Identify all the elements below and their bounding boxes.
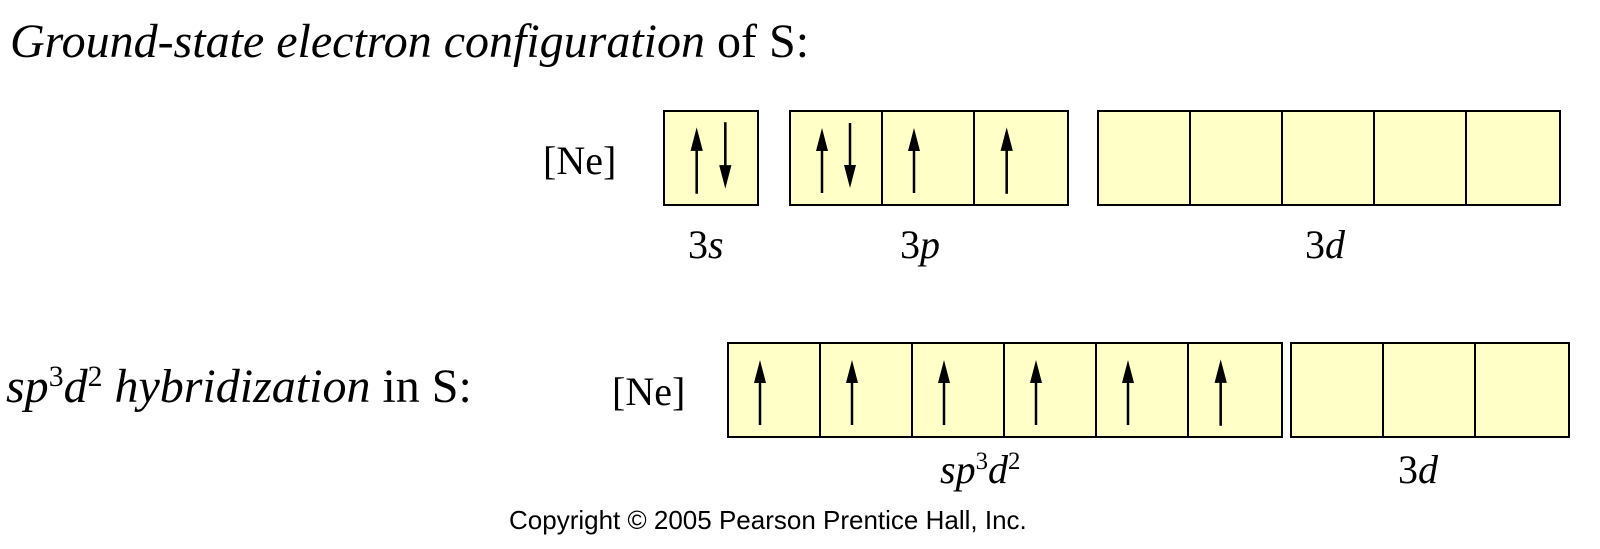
sp3d2-orbital-box-5 xyxy=(1097,344,1189,436)
hybrid-heading-sup1: 3 xyxy=(48,359,64,393)
label-3s-num: 3 xyxy=(688,222,708,267)
spin-up-arrow-icon xyxy=(908,128,920,193)
ground-state-heading-italic: Ground-state electron configuration xyxy=(10,15,706,68)
label-sp3d2-d: d xyxy=(987,447,1008,492)
label-sp3d2: sp3d2 xyxy=(940,447,1021,492)
sp3d2-orbital-box-4 xyxy=(1005,344,1097,436)
orbital-group-sp3d2 xyxy=(727,342,1283,438)
3d-ground-orbital-box-3 xyxy=(1283,112,1375,204)
hybrid-heading-sp: sp xyxy=(6,360,49,413)
hybrid-heading-d: d xyxy=(63,360,88,413)
label-3s: 3s xyxy=(688,225,724,265)
label-sp3d2-sup2: 2 xyxy=(1007,448,1021,476)
3d-ground-orbital-box-5 xyxy=(1467,112,1559,204)
label-3p-num: 3 xyxy=(900,222,920,267)
label-3d-hybrid: 3d xyxy=(1398,450,1438,490)
label-3s-letter: s xyxy=(708,222,724,267)
spin-down-arrow-icon xyxy=(719,122,732,189)
hybrid-heading: sp3d2 hybridization in S: xyxy=(6,359,472,413)
ground-state-core-label: [Ne] xyxy=(543,138,617,183)
spin-up-arrow-icon xyxy=(1030,360,1042,425)
3d-hybrid-orbital-box-1 xyxy=(1292,344,1384,436)
orbital-group-3s xyxy=(663,110,759,206)
spin-up-arrow-icon xyxy=(846,360,858,425)
3s-orbital-box-1 xyxy=(665,112,757,204)
spin-down-arrow-icon xyxy=(844,123,856,188)
copyright-notice: Copyright © 2005 Pearson Prentice Hall, … xyxy=(509,505,1027,535)
3d-ground-orbital-box-1 xyxy=(1099,112,1191,204)
hybrid-heading-italic2: hybridization xyxy=(102,360,371,413)
label-3d-hybrid-letter: d xyxy=(1418,447,1438,492)
orbital-group-3p xyxy=(789,110,1069,206)
3d-hybrid-orbital-box-2 xyxy=(1384,344,1476,436)
sp3d2-orbital-box-6 xyxy=(1189,344,1281,436)
3p-orbital-box-3 xyxy=(975,112,1067,204)
spin-up-arrow-icon xyxy=(816,128,828,193)
hybrid-core-label: [Ne] xyxy=(612,369,686,414)
label-3p-letter: p xyxy=(920,222,940,267)
label-sp3d2-sup1: 3 xyxy=(975,448,988,476)
label-3d-ground: 3d xyxy=(1305,225,1345,265)
label-3d-ground-letter: d xyxy=(1325,222,1345,267)
sp3d2-orbital-box-3 xyxy=(913,344,1005,436)
spin-up-arrow-icon xyxy=(1000,127,1013,194)
3d-ground-orbital-box-4 xyxy=(1375,112,1467,204)
spin-up-arrow-icon xyxy=(938,360,950,425)
hybrid-heading-sup2: 2 xyxy=(87,359,103,393)
3d-ground-orbital-box-2 xyxy=(1191,112,1283,204)
label-3p: 3p xyxy=(900,225,940,265)
spin-up-arrow-icon xyxy=(690,127,703,194)
orbital-group-3d xyxy=(1097,110,1561,206)
hybrid-heading-rest: in S: xyxy=(370,360,472,413)
spin-up-arrow-icon xyxy=(754,360,766,425)
spin-up-arrow-icon xyxy=(1122,360,1134,425)
3d-hybrid-orbital-box-3 xyxy=(1476,344,1568,436)
ground-state-heading-rest: of S: xyxy=(705,15,810,68)
label-3d-ground-num: 3 xyxy=(1305,222,1325,267)
sp3d2-orbital-box-2 xyxy=(821,344,913,436)
orbital-group-3d-remaining xyxy=(1290,342,1570,438)
label-sp3d2-sp: sp xyxy=(940,447,976,492)
label-3d-hybrid-num: 3 xyxy=(1398,447,1418,492)
3p-orbital-box-2 xyxy=(883,112,975,204)
ground-state-heading: Ground-state electron configuration of S… xyxy=(10,18,809,66)
spin-up-arrow-icon xyxy=(1214,359,1227,426)
3p-orbital-box-1 xyxy=(791,112,883,204)
sp3d2-orbital-box-1 xyxy=(729,344,821,436)
